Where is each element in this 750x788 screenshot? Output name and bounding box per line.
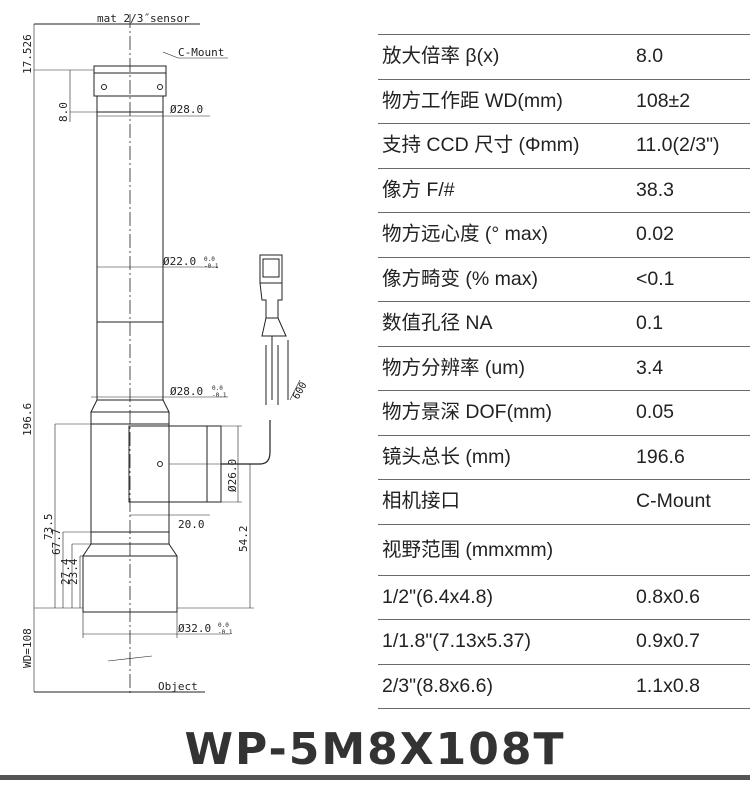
spec-row: 放大倍率 β(x)8.0 <box>378 34 750 80</box>
spec-value: 0.05 <box>632 390 750 436</box>
dim-27-4: 27.4 <box>59 558 72 585</box>
bottom-divider <box>0 775 750 780</box>
dia-top: Ø28.0 <box>170 103 203 116</box>
fov-sensor: 1/2"(6.4x4.8) <box>378 574 632 620</box>
spec-label: 像方畸变 (% max) <box>378 257 632 302</box>
spec-table: 放大倍率 β(x)8.0 物方工作距 WD(mm)108±2 支持 CCD 尺寸… <box>378 34 750 709</box>
cable-connector <box>259 254 283 284</box>
dia-mid: Ø22.0 <box>163 255 196 268</box>
spec-value: 38.3 <box>632 168 750 213</box>
dim-73-5: 73.5 <box>42 514 55 541</box>
spec-row: 物方景深 DOF(mm)0.05 <box>378 390 750 436</box>
spec-value: 3.4 <box>632 346 750 391</box>
dim-mount-height: 8.0 <box>57 102 70 122</box>
spec-value: 0.1 <box>632 301 750 347</box>
fov-row: 1/2"(6.4x4.8)0.8x0.6 <box>378 574 750 620</box>
spec-label: 像方 F/# <box>378 168 632 213</box>
dim-23-4: 23.4 <box>67 558 80 585</box>
dia-front-tol-upper: 0.0 <box>218 622 229 629</box>
lens-technical-drawing: mat 2/3˝sensor C-Mount Object 17.526 8.0… <box>21 12 310 696</box>
fov-header-row: 视野范围 (mmxmm) <box>378 524 750 575</box>
fov-value: 1.1x0.8 <box>632 664 750 709</box>
spec-label: 物方景深 DOF(mm) <box>378 390 632 436</box>
sensor-label: mat 2/3˝sensor <box>97 12 190 25</box>
c-mount-flange <box>93 65 167 97</box>
dim-overall-length: 196.6 <box>21 403 34 436</box>
fov-sensor: 2/3"(8.8x6.6) <box>378 664 632 709</box>
dim-working-distance: WD=108 <box>21 628 34 668</box>
dia-mid-tol-upper: 0.0 <box>204 256 215 263</box>
spec-label: 物方工作距 WD(mm) <box>378 79 632 124</box>
object-label: Object <box>158 680 198 693</box>
spec-value: <0.1 <box>632 257 750 302</box>
spec-label: 镜头总长 (mm) <box>378 435 632 480</box>
dia-front-tol-lower: -0.1 <box>218 629 233 636</box>
spec-row: 物方分辨率 (um)3.4 <box>378 346 750 391</box>
spec-row: 镜头总长 (mm)196.6 <box>378 435 750 480</box>
spec-row: 像方 F/#38.3 <box>378 168 750 213</box>
spec-row: 物方远心度 (° max)0.02 <box>378 212 750 258</box>
dim-cable-length: 600 <box>291 380 310 401</box>
spec-value: 108±2 <box>632 79 750 124</box>
dia-lower-tol-upper: 0.0 <box>212 385 223 392</box>
spec-value: 8.0 <box>632 34 750 80</box>
dim-flange-height: 17.526 <box>21 34 34 74</box>
fov-sensor: 1/1.8"(7.13x5.37) <box>378 619 632 665</box>
fov-row: 2/3"(8.8x6.6)1.1x0.8 <box>378 664 750 709</box>
spec-label: 放大倍率 β(x) <box>378 34 632 80</box>
spec-label: 数值孔径 NA <box>378 301 632 347</box>
dim-26-0: Ø26.0 <box>226 459 239 492</box>
spec-row: 支持 CCD 尺寸 (Φmm)11.0(2/3") <box>378 123 750 169</box>
dia-mid-tol-lower: -0.1 <box>204 263 219 270</box>
fov-value: 0.8x0.6 <box>632 574 750 620</box>
dim-20-0: 20.0 <box>178 518 205 531</box>
spec-value: 0.02 <box>632 212 750 258</box>
spec-label: 相机接口 <box>378 479 632 525</box>
illumination-port-body <box>90 423 170 533</box>
spec-label: 支持 CCD 尺寸 (Φmm) <box>378 123 632 169</box>
cable <box>221 420 271 465</box>
dim-67-7: 67.7 <box>50 529 63 556</box>
spec-label: 物方远心度 (° max) <box>378 212 632 258</box>
mount-label: C-Mount <box>178 46 224 59</box>
spec-value: 11.0(2/3") <box>632 123 750 169</box>
dim-54-2: 54.2 <box>237 526 250 553</box>
spec-label: 物方分辨率 (um) <box>378 346 632 391</box>
model-title: WP-5M8X108T <box>184 724 566 775</box>
spec-value: 196.6 <box>632 435 750 480</box>
fov-row: 1/1.8"(7.13x5.37)0.9x0.7 <box>378 619 750 665</box>
dia-front: Ø32.0 <box>178 622 211 635</box>
dia-lower-tol-lower: -0.1 <box>212 392 227 399</box>
spec-row: 物方工作距 WD(mm)108±2 <box>378 79 750 124</box>
fov-header: 视野范围 (mmxmm) <box>382 538 554 561</box>
fov-value: 0.9x0.7 <box>632 619 750 665</box>
spec-row: 像方畸变 (% max)<0.1 <box>378 257 750 302</box>
dia-lower: Ø28.0 <box>170 385 203 398</box>
spec-value: C-Mount <box>632 479 750 525</box>
